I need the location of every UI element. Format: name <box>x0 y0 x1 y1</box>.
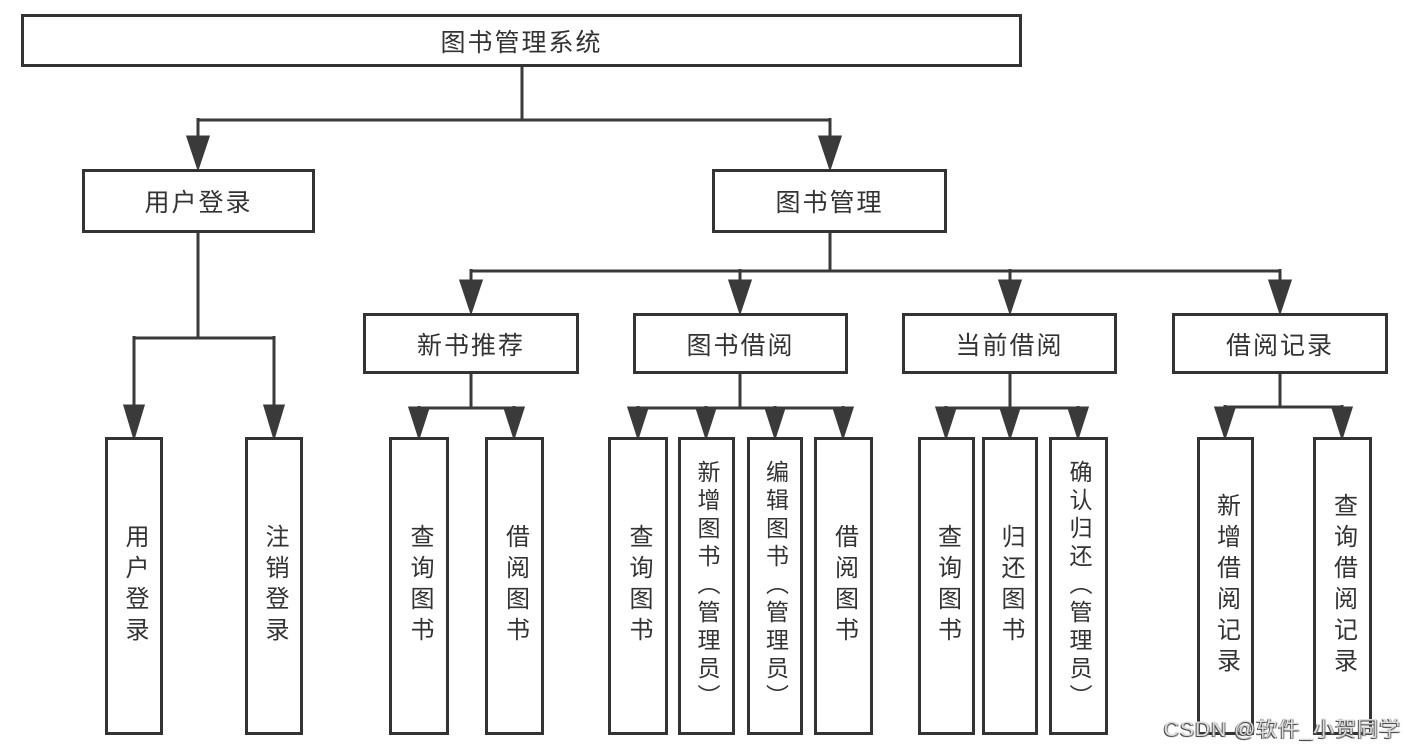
node-user-login-label: 用户登录 <box>144 189 253 217</box>
leaf-confirm-return-admin: 确认归还（管理员） <box>1049 437 1108 735</box>
connector-bookborrow-to-leaves <box>626 374 855 441</box>
leaf-edit-book-admin: 编辑图书（管理员） <box>747 437 803 735</box>
leaf-query-books-borrow-label: 查询图书 <box>625 524 652 648</box>
node-user-login: 用户登录 <box>82 169 315 233</box>
node-root-label: 图书管理系统 <box>440 28 603 57</box>
leaf-user-login: 用户登录 <box>105 437 163 735</box>
leaf-borrow-books-borrow-label: 借阅图书 <box>830 524 858 648</box>
leaf-query-borrow-record-label: 查询借阅记录 <box>1329 493 1357 679</box>
leaf-query-books-current-label: 查询图书 <box>933 524 961 648</box>
leaf-logout: 注销登录 <box>245 437 303 735</box>
leaf-add-book-admin-label: 新增图书（管理员） <box>694 460 720 712</box>
node-book-management: 图书管理 <box>712 169 947 233</box>
node-book-borrow-label: 图书借阅 <box>686 331 795 360</box>
leaf-user-login-label: 用户登录 <box>121 524 148 648</box>
leaf-query-borrow-record: 查询借阅记录 <box>1313 437 1372 735</box>
leaf-return-book-label: 归还图书 <box>997 524 1024 648</box>
leaf-query-books-current: 查询图书 <box>918 437 975 735</box>
leaf-confirm-return-admin-label: 确认归还（管理员） <box>1066 460 1092 712</box>
leaf-query-books-borrow: 查询图书 <box>608 437 668 735</box>
leaf-query-books-newbooks-label: 查询图书 <box>406 524 433 648</box>
leaf-logout-label: 注销登录 <box>261 524 288 648</box>
connector-borrowrecords-to-leaves <box>1213 374 1354 441</box>
leaf-borrow-books-newbooks: 借阅图书 <box>485 437 544 735</box>
connector-currentborrow-to-leaves <box>934 374 1090 441</box>
connector-bookmgmt-to-level3 <box>458 233 1293 316</box>
connector-userlogin-to-leaves <box>122 233 286 442</box>
node-new-book-recommend: 新书推荐 <box>363 313 579 374</box>
node-borrow-records-label: 借阅记录 <box>1225 331 1334 360</box>
leaf-add-borrow-record: 新增借阅记录 <box>1197 437 1254 735</box>
node-new-book-recommend-label: 新书推荐 <box>416 331 525 360</box>
leaf-query-books-newbooks: 查询图书 <box>389 437 449 735</box>
node-root: 图书管理系统 <box>21 14 1022 67</box>
leaf-add-book-admin: 新增图书（管理员） <box>678 437 735 735</box>
leaf-return-book: 归还图书 <box>982 437 1038 735</box>
node-borrow-records: 借阅记录 <box>1172 313 1388 374</box>
node-current-borrow-label: 当前借阅 <box>955 331 1064 360</box>
leaf-borrow-books-newbooks-label: 借阅图书 <box>501 524 529 648</box>
leaf-borrow-books-borrow: 借阅图书 <box>814 437 873 735</box>
csdn-watermark: CSDN @软件_小贺同学 <box>1163 718 1401 741</box>
node-book-management-label: 图书管理 <box>775 189 884 217</box>
node-current-borrow: 当前借阅 <box>902 313 1117 374</box>
node-book-borrow: 图书借阅 <box>633 313 848 374</box>
leaf-add-borrow-record-label: 新增借阅记录 <box>1212 493 1240 679</box>
leaf-edit-book-admin-label: 编辑图书（管理员） <box>762 460 789 712</box>
connector-root-to-level2 <box>185 67 843 172</box>
connector-newbooks-to-leaves <box>407 374 526 441</box>
